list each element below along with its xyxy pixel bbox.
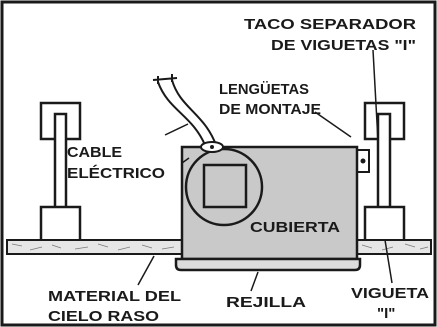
label-vigueta-line2-post: " xyxy=(388,305,395,322)
label-taco-line1: TACO SEPARADOR xyxy=(244,16,416,33)
ceiling-texture xyxy=(11,243,429,251)
label-vigueta-line1: VIGUETA xyxy=(351,285,429,302)
mounting-tab-screw xyxy=(360,158,366,164)
label-rejilla: REJILLA xyxy=(226,294,306,311)
electrical-cable xyxy=(157,79,217,146)
label-lenguetas-line2: DE MONTAJE xyxy=(219,101,321,118)
label-cable-line2: ELÉCTRICO xyxy=(67,165,165,182)
left-i-joist xyxy=(39,101,82,245)
label-taco-line2-pre: DE VIGUETAS " xyxy=(271,37,403,54)
label-vigueta-line2: "I" xyxy=(377,305,395,322)
label-vigueta-line2-pre: " xyxy=(377,305,384,322)
electrical-box-cover xyxy=(202,163,248,209)
label-cubierta: CUBIERTA xyxy=(250,219,340,236)
label-vigueta-line2-i: I xyxy=(384,305,388,322)
label-taco-line2-post: " xyxy=(408,37,416,54)
leader-lines xyxy=(137,49,393,292)
grille xyxy=(174,257,362,272)
cable-clamp-screw xyxy=(210,145,214,149)
label-cable-line1: CABLE xyxy=(67,144,122,161)
label-taco-line2: DE VIGUETAS "I" xyxy=(271,37,416,54)
label-taco-line2-i: I xyxy=(403,37,408,54)
label-material-line2: CIELO RASO xyxy=(48,308,159,325)
label-lenguetas-line1: LENGÜETAS xyxy=(219,81,309,98)
cable-end-cap xyxy=(152,74,178,84)
label-material-line1: MATERIAL DEL xyxy=(48,288,181,305)
